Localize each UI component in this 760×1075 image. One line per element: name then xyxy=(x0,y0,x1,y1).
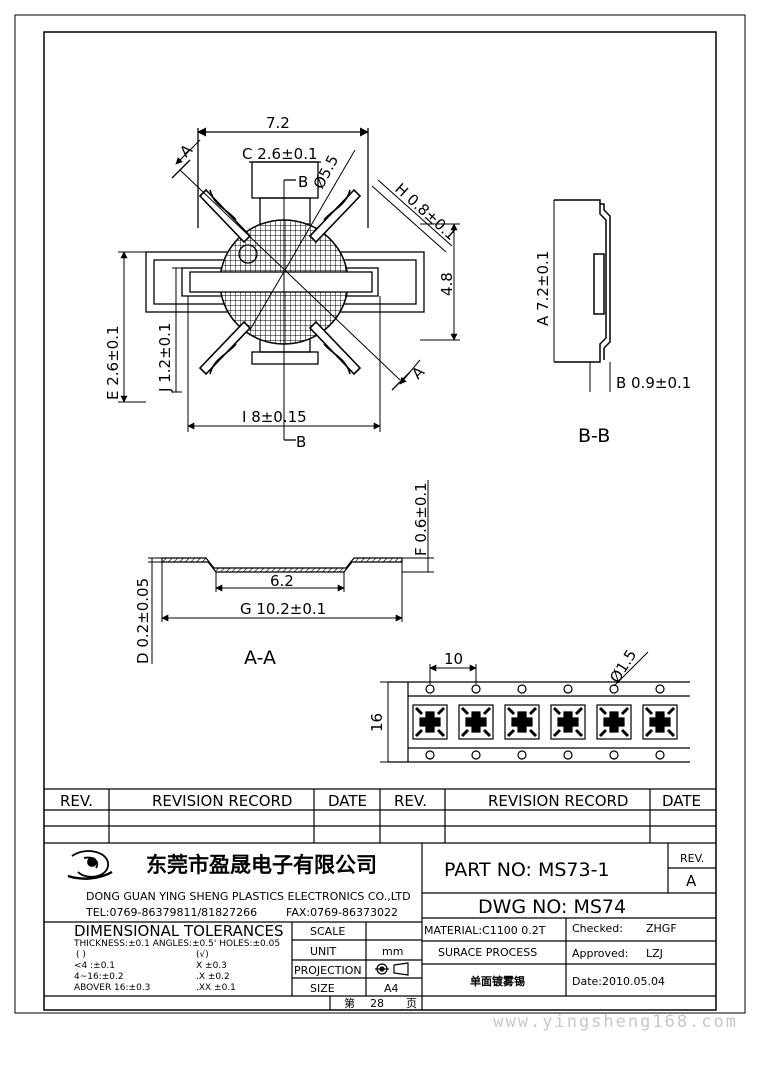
section-bb-title: B-B xyxy=(578,425,610,447)
material: MATERIAL:C1100 0.2T xyxy=(424,924,546,937)
rev-value: A xyxy=(686,872,697,890)
tape-pitch-label: 10 xyxy=(444,650,463,668)
rev-label: REV. xyxy=(680,852,704,865)
section-b-top-label: B xyxy=(298,173,308,191)
date-header-1: DATE xyxy=(328,792,367,810)
section-a-bottom-label: A xyxy=(408,362,429,383)
dim-a-label: A 7.2±0.1 xyxy=(534,251,552,326)
dim-48-label: 4.8 xyxy=(438,272,456,296)
tolerance-paren-a: ( ) xyxy=(76,950,86,960)
company-name-cn: 东莞市盈晟电子有限公司 xyxy=(146,853,377,877)
outer-border xyxy=(14,14,746,1014)
tolerance-row2a: 4~16:±0.2 xyxy=(74,972,124,982)
checked-value: ZHGF xyxy=(646,922,677,935)
tape-hole-label: Ø1.5 xyxy=(606,646,640,686)
tolerance-row1b: X ±0.3 xyxy=(196,961,227,971)
tolerance-paren-b: (√) xyxy=(196,949,209,960)
tolerance-line: THICKNESS:±0.1 ANGLES:±0.5' HOLES:±0.05 xyxy=(73,939,280,949)
dim-c-label: C 2.6±0.1 xyxy=(242,145,318,163)
dim-i-label: I 8±0.15 xyxy=(242,408,307,426)
page-prefix: 第 xyxy=(344,996,355,1010)
drawing-date: Date:2010.05.04 xyxy=(572,975,665,988)
checked-label: Checked: xyxy=(572,922,623,935)
projection-symbol-icon xyxy=(375,962,409,976)
revision-record-header-1: REVISION RECORD xyxy=(152,792,292,810)
scale-label: SCALE xyxy=(310,925,345,938)
section-aa-title: A-A xyxy=(244,647,276,669)
section-b-bottom-label: B xyxy=(296,433,306,451)
dim-g-label: G 10.2±0.1 xyxy=(240,600,326,618)
unit-label: UNIT xyxy=(310,945,337,958)
inner-border xyxy=(43,31,717,1011)
tolerance-row1a: <4 :±0.1 xyxy=(74,961,115,971)
tape-pockets xyxy=(412,704,678,740)
projection-label: PROJECTION xyxy=(294,964,362,977)
surface-process-label: SURACE PROCESS xyxy=(438,946,537,959)
section-bb-view xyxy=(553,199,611,392)
surface-process-value: 单面镀雾锡 xyxy=(470,974,525,988)
unit-value: mm xyxy=(382,945,403,958)
dim-j-label: J 1.2±0.1 xyxy=(156,323,174,393)
dim-b-label: B 0.9±0.1 xyxy=(616,374,691,392)
tolerance-row3a: ABOVER 16:±0.3 xyxy=(74,983,150,993)
dim-e-label: E 2.6±0.1 xyxy=(104,325,122,400)
tolerance-row3b: .XX ±0.1 xyxy=(196,983,236,993)
section-aa-view xyxy=(148,480,434,664)
revision-table xyxy=(44,788,716,844)
tape-width-label: 16 xyxy=(368,713,386,732)
size-value: A4 xyxy=(384,982,399,995)
company-logo xyxy=(67,850,113,880)
company-name-en: DONG GUAN YING SHENG PLASTICS ELECTRONIC… xyxy=(86,890,411,903)
rev-header-1: REV. xyxy=(60,792,93,810)
dim-62-label: 6.2 xyxy=(270,572,294,590)
approved-label: Approved: xyxy=(572,947,628,960)
revision-record-header-2: REVISION RECORD xyxy=(488,792,628,810)
approved-value: LZJ xyxy=(646,947,663,960)
date-header-2: DATE xyxy=(662,792,701,810)
page-number: 28 xyxy=(370,997,384,1010)
watermark-text: www.yingsheng168.com xyxy=(493,1012,738,1032)
section-a-top-label: A xyxy=(176,140,197,161)
page-suffix: 页 xyxy=(406,997,417,1010)
drawing-number: DWG NO: MS74 xyxy=(478,896,626,918)
dim-f-label: F 0.6±0.1 xyxy=(412,482,430,556)
company-tel: TEL:0769-86379811/81827266 xyxy=(85,906,257,919)
dim-width-label: 7.2 xyxy=(266,114,290,132)
tolerance-row2b: .X ±0.2 xyxy=(196,972,230,982)
company-fax: FAX:0769-86373022 xyxy=(286,906,398,919)
carrier-tape-view xyxy=(380,651,690,763)
dim-d-label: D 0.2±0.05 xyxy=(134,578,152,664)
size-label: SIZE xyxy=(310,982,335,995)
tolerance-title: DIMENSIONAL TOLERANCES xyxy=(74,922,284,940)
rev-header-2: REV. xyxy=(394,792,427,810)
part-number: PART NO: MS73-1 xyxy=(444,859,610,881)
top-view xyxy=(118,127,460,441)
title-block-grid xyxy=(44,843,716,1010)
